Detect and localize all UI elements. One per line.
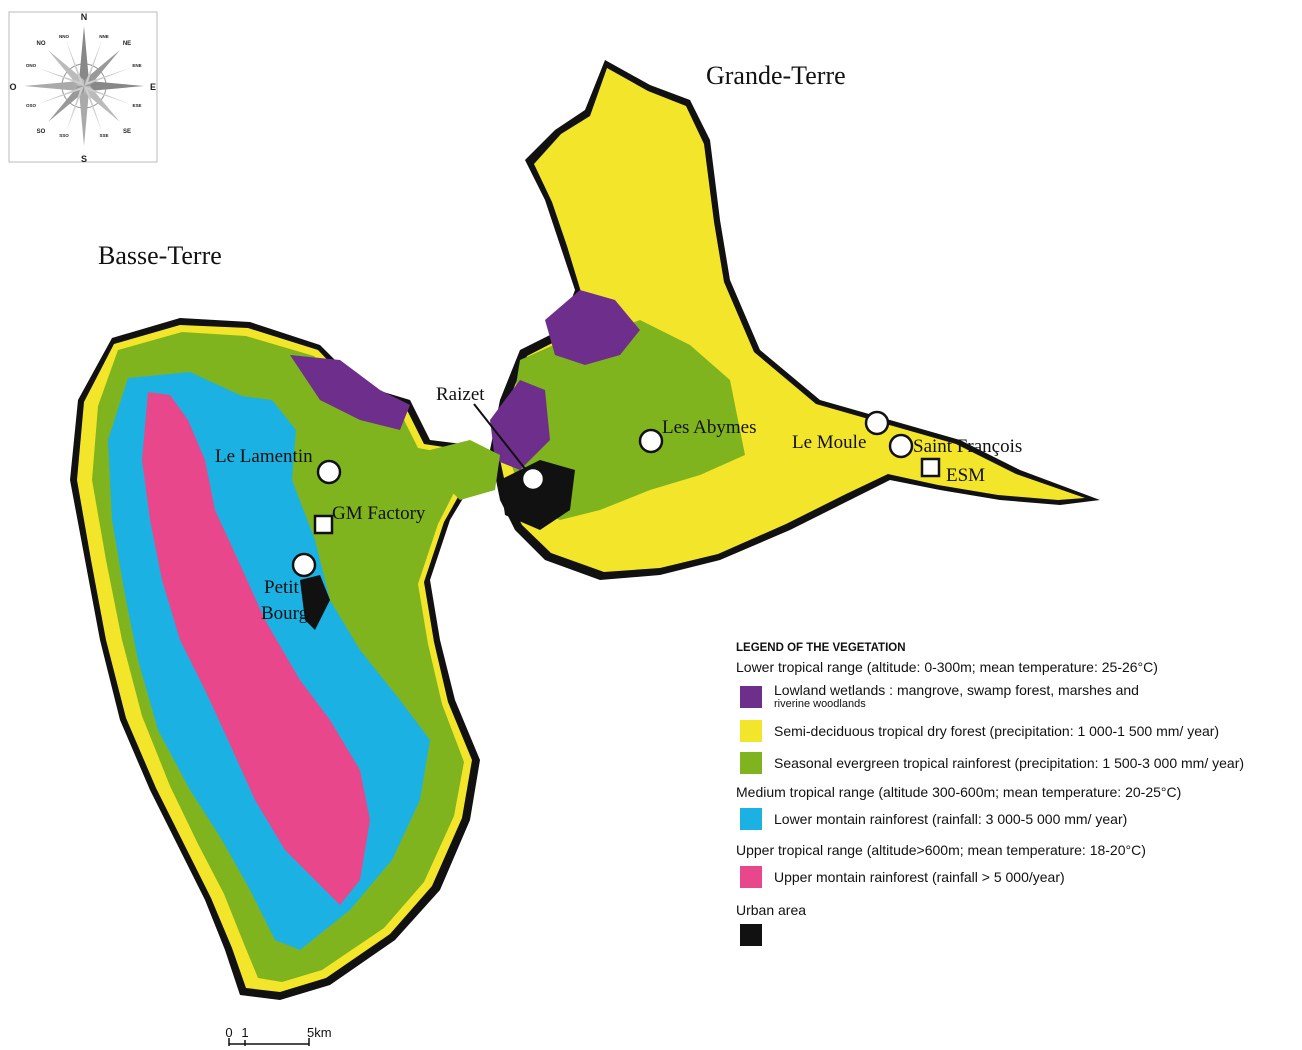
raizet-wetlands	[490, 380, 550, 470]
compass-ene: ENE	[132, 63, 141, 68]
label-raizet: Raizet	[436, 384, 485, 405]
swatch-dry-forest	[740, 720, 762, 742]
grande-terre-wetlands	[545, 290, 640, 365]
marker-le-lamentin	[316, 459, 342, 485]
compass-sso: SSO	[59, 133, 69, 138]
label-petit: Petit	[264, 577, 300, 598]
label-esm: ESM	[946, 465, 985, 486]
compass-ono: ONO	[26, 63, 37, 68]
region-label-grande-terre: Grande-Terre	[706, 61, 846, 90]
label-le-moule: Le Moule	[792, 432, 866, 453]
vegetation-legend: LEGEND OF THE VEGETATION Lower tropical …	[736, 642, 1302, 956]
scale-zero: 0	[225, 1025, 232, 1040]
scale-one: 1	[241, 1025, 248, 1040]
region-label-basse-terre: Basse-Terre	[98, 241, 222, 270]
legend-upper-montain-label: Upper montain rainforest (rainfall > 5 0…	[774, 868, 1065, 885]
marker-raizet	[520, 466, 546, 492]
marker-les-abymes	[638, 428, 664, 454]
legend-title: LEGEND OF THE VEGETATION	[736, 642, 906, 654]
legend-urban-label: Urban area	[736, 902, 807, 918]
compass-no: NO	[37, 41, 46, 47]
scale-bar: 0 1 5km	[225, 1025, 332, 1046]
compass-nno: NNO	[59, 34, 69, 39]
legend-item-lower-montain: Lower montain rainforest (rainfall: 3 00…	[740, 808, 1302, 830]
legend-item-wetlands: Lowland wetlands : mangrove, swamp fores…	[740, 683, 1302, 710]
legend-wetlands-label: Lowland wetlands : mangrove, swamp fores…	[774, 682, 1139, 698]
isthmus	[430, 440, 500, 500]
legend-medium-range: Medium tropical range (altitude 300-600m…	[736, 784, 1182, 800]
compass-nne: NNE	[99, 34, 109, 39]
label-gm-factory: GM Factory	[332, 503, 426, 524]
basse-terre-island	[70, 318, 480, 1000]
swatch-wetlands	[740, 685, 762, 708]
compass-se: SE	[123, 129, 131, 135]
marker-petit-bourg	[291, 552, 317, 578]
marker-esm	[920, 457, 941, 478]
legend-item-urban	[740, 924, 1302, 946]
legend-item-seasonal-rainforest: Seasonal evergreen tropical rainforest (…	[740, 752, 1302, 774]
compass-n: N	[81, 12, 88, 22]
label-bourg: Bourg	[261, 603, 309, 624]
legend-item-dry-forest: Semi-deciduous tropical dry forest (prec…	[740, 720, 1302, 742]
compass-rose: N S E O NE NO SE SO NNE NNO ENE ONO ESE …	[8, 11, 158, 164]
compass-sse: SSE	[99, 133, 108, 138]
pointe-a-pitre-urban	[500, 460, 575, 530]
label-les-abymes: Les Abymes	[662, 417, 756, 438]
basse-terre-upper-montain	[142, 392, 370, 905]
compass-s: S	[81, 154, 87, 164]
scale-five: 5km	[307, 1025, 332, 1040]
place-labels: Le Lamentin GM Factory Petit Bourg Raize…	[215, 384, 1022, 624]
legend-dry-forest-label: Semi-deciduous tropical dry forest (prec…	[774, 722, 1220, 739]
swatch-seasonal-rainforest	[740, 752, 762, 774]
swatch-lower-montain	[740, 808, 762, 830]
legend-seasonal-rainforest-label: Seasonal evergreen tropical rainforest (…	[774, 754, 1245, 771]
legend-wetlands-sub: riverine woodlands	[774, 698, 866, 710]
label-le-lamentin: Le Lamentin	[215, 446, 313, 467]
legend-lower-montain-label: Lower montain rainforest (rainfall: 3 00…	[774, 810, 1128, 827]
compass-ne: NE	[123, 41, 131, 47]
raizet-pointer	[473, 403, 531, 476]
grande-terre-island	[490, 60, 1100, 580]
marker-le-moule	[864, 410, 890, 436]
marker-gm-factory	[313, 514, 334, 535]
marker-saint-francois	[888, 433, 914, 459]
basse-terre-wetlands	[290, 355, 410, 430]
compass-e: E	[150, 82, 156, 92]
compass-star-icon	[24, 26, 144, 146]
compass-oso: OSO	[26, 103, 37, 108]
compass-so: SO	[37, 129, 46, 135]
basse-terre-urban-patch	[300, 575, 330, 630]
swatch-upper-montain	[740, 866, 762, 888]
legend-item-upper-montain: Upper montain rainforest (rainfall > 5 0…	[740, 866, 1302, 888]
swatch-urban	[740, 924, 762, 946]
compass-ese: ESE	[132, 103, 141, 108]
compass-o: O	[9, 82, 16, 92]
legend-upper-range: Upper tropical range (altitude>600m; mea…	[736, 842, 1146, 858]
label-saint-francois: Saint François	[913, 436, 1022, 457]
legend-lower-range: Lower tropical range (altitude: 0-300m; …	[736, 659, 1158, 675]
place-markers	[291, 410, 941, 578]
